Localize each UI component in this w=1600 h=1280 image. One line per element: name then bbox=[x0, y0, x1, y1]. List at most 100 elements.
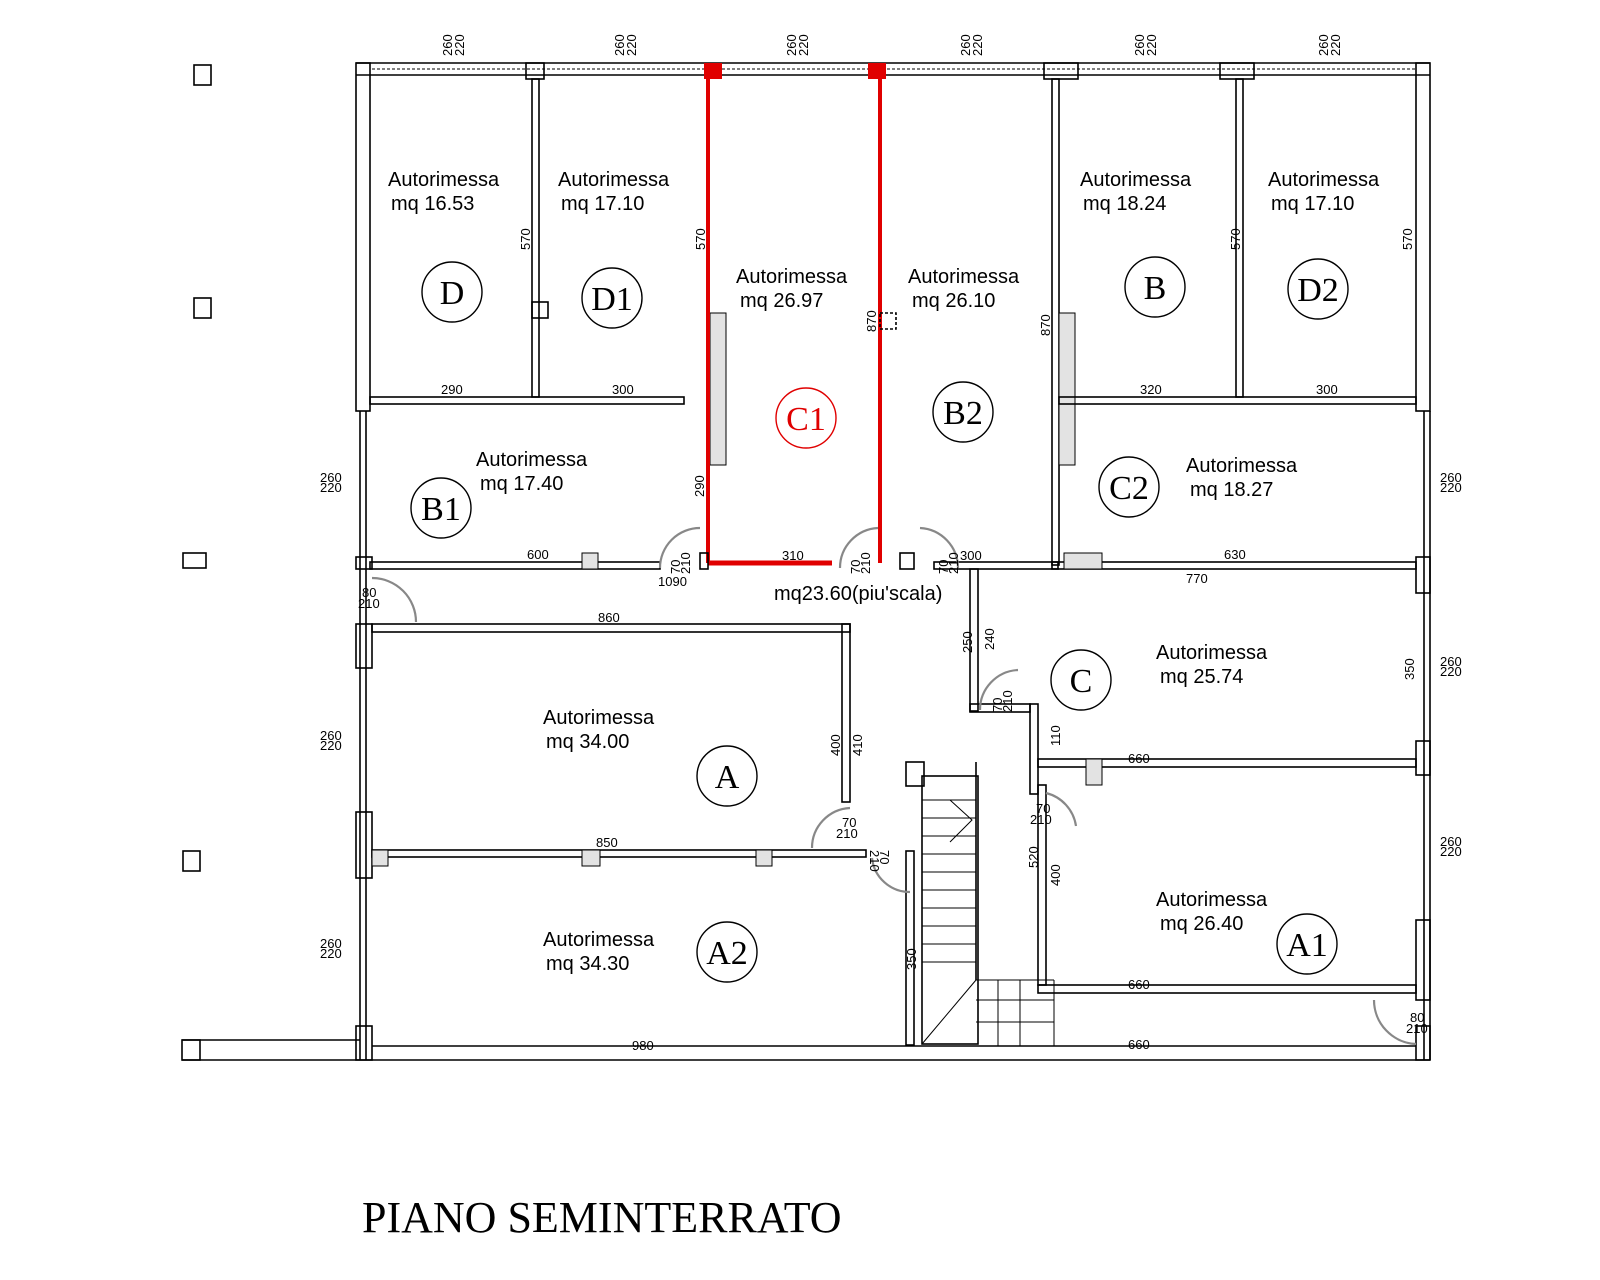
unit-c1-outline bbox=[704, 63, 897, 566]
garage-d1[interactable]: Autorimessa mq 17.10 D1 bbox=[558, 169, 670, 329]
svg-text:860: 860 bbox=[598, 610, 620, 625]
svg-text:300: 300 bbox=[1316, 382, 1338, 397]
svg-text:B1: B1 bbox=[421, 491, 461, 528]
garage-a[interactable]: Autorimessa mq 34.00 A bbox=[543, 707, 758, 807]
svg-text:80: 80 bbox=[362, 585, 376, 600]
svg-text:mq 18.24: mq 18.24 bbox=[1083, 193, 1166, 215]
svg-text:220: 220 bbox=[624, 34, 639, 56]
svg-text:D: D bbox=[440, 275, 465, 312]
svg-text:Autorimessa: Autorimessa bbox=[1156, 642, 1268, 664]
svg-text:260: 260 bbox=[1440, 834, 1462, 849]
svg-text:570: 570 bbox=[693, 228, 708, 250]
garage-d2[interactable]: Autorimessa mq 17.10 D2 bbox=[1268, 169, 1380, 320]
svg-text:mq 18.27: mq 18.27 bbox=[1190, 479, 1273, 501]
garage-a2[interactable]: Autorimessa mq 34.30 A2 bbox=[543, 921, 758, 983]
outer-walls bbox=[181, 62, 1431, 1061]
svg-text:220: 220 bbox=[1440, 480, 1462, 495]
svg-text:210: 210 bbox=[358, 596, 380, 611]
svg-text:70: 70 bbox=[842, 815, 856, 830]
svg-text:210: 210 bbox=[1030, 812, 1052, 827]
svg-text:260: 260 bbox=[612, 34, 627, 56]
svg-text:220: 220 bbox=[320, 480, 342, 495]
svg-text:80: 80 bbox=[1410, 1010, 1424, 1025]
svg-text:250: 250 bbox=[960, 631, 975, 653]
svg-text:220: 220 bbox=[452, 34, 467, 56]
svg-text:Autorimessa: Autorimessa bbox=[388, 169, 500, 191]
svg-text:A: A bbox=[715, 759, 740, 796]
svg-text:B: B bbox=[1144, 270, 1167, 307]
svg-text:A1: A1 bbox=[1286, 927, 1328, 964]
svg-text:570: 570 bbox=[1228, 228, 1243, 250]
svg-text:Autorimessa: Autorimessa bbox=[558, 169, 670, 191]
svg-text:70: 70 bbox=[877, 850, 892, 864]
svg-text:220: 220 bbox=[1328, 34, 1343, 56]
svg-text:220: 220 bbox=[320, 946, 342, 961]
svg-text:70: 70 bbox=[848, 560, 863, 574]
svg-text:870: 870 bbox=[864, 310, 879, 332]
garage-b2[interactable]: Autorimessa mq 26.10 B2 bbox=[908, 266, 1020, 443]
svg-text:570: 570 bbox=[518, 228, 533, 250]
svg-text:210: 210 bbox=[1000, 690, 1015, 712]
garage-b[interactable]: Autorimessa mq 18.24 B bbox=[1080, 169, 1192, 318]
svg-text:410: 410 bbox=[850, 734, 865, 756]
svg-text:400: 400 bbox=[828, 734, 843, 756]
svg-text:300: 300 bbox=[612, 382, 634, 397]
svg-text:70: 70 bbox=[1036, 801, 1050, 816]
svg-text:350: 350 bbox=[904, 948, 919, 970]
svg-text:C: C bbox=[1070, 663, 1093, 700]
svg-text:260: 260 bbox=[440, 34, 455, 56]
svg-text:660: 660 bbox=[1128, 977, 1150, 992]
svg-text:260: 260 bbox=[784, 34, 799, 56]
garage-d[interactable]: Autorimessa mq 16.53 D bbox=[388, 169, 500, 323]
svg-text:210: 210 bbox=[867, 850, 882, 872]
svg-text:400: 400 bbox=[1048, 864, 1063, 886]
svg-text:mq 34.30: mq 34.30 bbox=[546, 953, 629, 975]
svg-text:630: 630 bbox=[1224, 547, 1246, 562]
svg-text:260: 260 bbox=[958, 34, 973, 56]
svg-text:Autorimessa: Autorimessa bbox=[1268, 169, 1380, 191]
svg-text:320: 320 bbox=[1140, 382, 1162, 397]
svg-text:Autorimessa: Autorimessa bbox=[1156, 889, 1268, 911]
svg-text:210: 210 bbox=[858, 552, 873, 574]
svg-text:260: 260 bbox=[320, 728, 342, 743]
svg-text:220: 220 bbox=[320, 738, 342, 753]
svg-text:Autorimessa: Autorimessa bbox=[1080, 169, 1192, 191]
svg-text:300: 300 bbox=[960, 548, 982, 563]
top-window-dimensions: 260 220 260 220 260 220 260 220 260 220 … bbox=[440, 34, 1343, 56]
svg-text:mq 34.00: mq 34.00 bbox=[546, 731, 629, 753]
svg-text:A2: A2 bbox=[706, 935, 748, 972]
garage-a1[interactable]: Autorimessa mq 26.40 A1 bbox=[1156, 889, 1338, 975]
svg-text:70: 70 bbox=[936, 560, 951, 574]
svg-text:260: 260 bbox=[1440, 654, 1462, 669]
svg-text:870: 870 bbox=[1038, 314, 1053, 336]
svg-text:Autorimessa: Autorimessa bbox=[908, 266, 1020, 288]
svg-text:Autorimessa: Autorimessa bbox=[543, 929, 655, 951]
svg-text:850: 850 bbox=[596, 835, 618, 850]
svg-text:210: 210 bbox=[678, 552, 693, 574]
svg-text:260: 260 bbox=[320, 470, 342, 485]
svg-text:310: 310 bbox=[782, 548, 804, 563]
svg-text:Autorimessa: Autorimessa bbox=[736, 266, 848, 288]
garage-c1[interactable]: Autorimessa mq 26.97 C1 bbox=[736, 266, 848, 449]
side-window-dimensions: 260 220 260 220 260 220 260 220 260 220 … bbox=[320, 470, 1462, 961]
garage-c2[interactable]: Autorimessa mq 18.27 C2 bbox=[1098, 455, 1298, 518]
svg-text:Autorimessa: Autorimessa bbox=[543, 707, 655, 729]
door-dimensions: 70 210 70 210 70 210 70 210 70 210 70 21… bbox=[358, 552, 1428, 1036]
svg-text:220: 220 bbox=[1144, 34, 1159, 56]
svg-text:210: 210 bbox=[836, 826, 858, 841]
svg-text:mq 26.97: mq 26.97 bbox=[740, 290, 823, 312]
svg-text:770: 770 bbox=[1186, 571, 1208, 586]
svg-text:210: 210 bbox=[1406, 1021, 1428, 1036]
svg-text:70: 70 bbox=[990, 698, 1005, 712]
room-dimensions: 570 570 570 570 870 870 290 290 300 320 … bbox=[441, 228, 1417, 1053]
svg-text:240: 240 bbox=[982, 628, 997, 650]
svg-text:mq 17.40: mq 17.40 bbox=[480, 473, 563, 495]
garage-c[interactable]: Autorimessa mq 25.74 C bbox=[1050, 642, 1268, 711]
svg-text:220: 220 bbox=[970, 34, 985, 56]
svg-text:290: 290 bbox=[441, 382, 463, 397]
svg-text:260: 260 bbox=[1316, 34, 1331, 56]
svg-text:D2: D2 bbox=[1297, 272, 1339, 309]
garage-b1[interactable]: Autorimessa mq 17.40 B1 bbox=[410, 449, 588, 539]
svg-text:570: 570 bbox=[1400, 228, 1415, 250]
